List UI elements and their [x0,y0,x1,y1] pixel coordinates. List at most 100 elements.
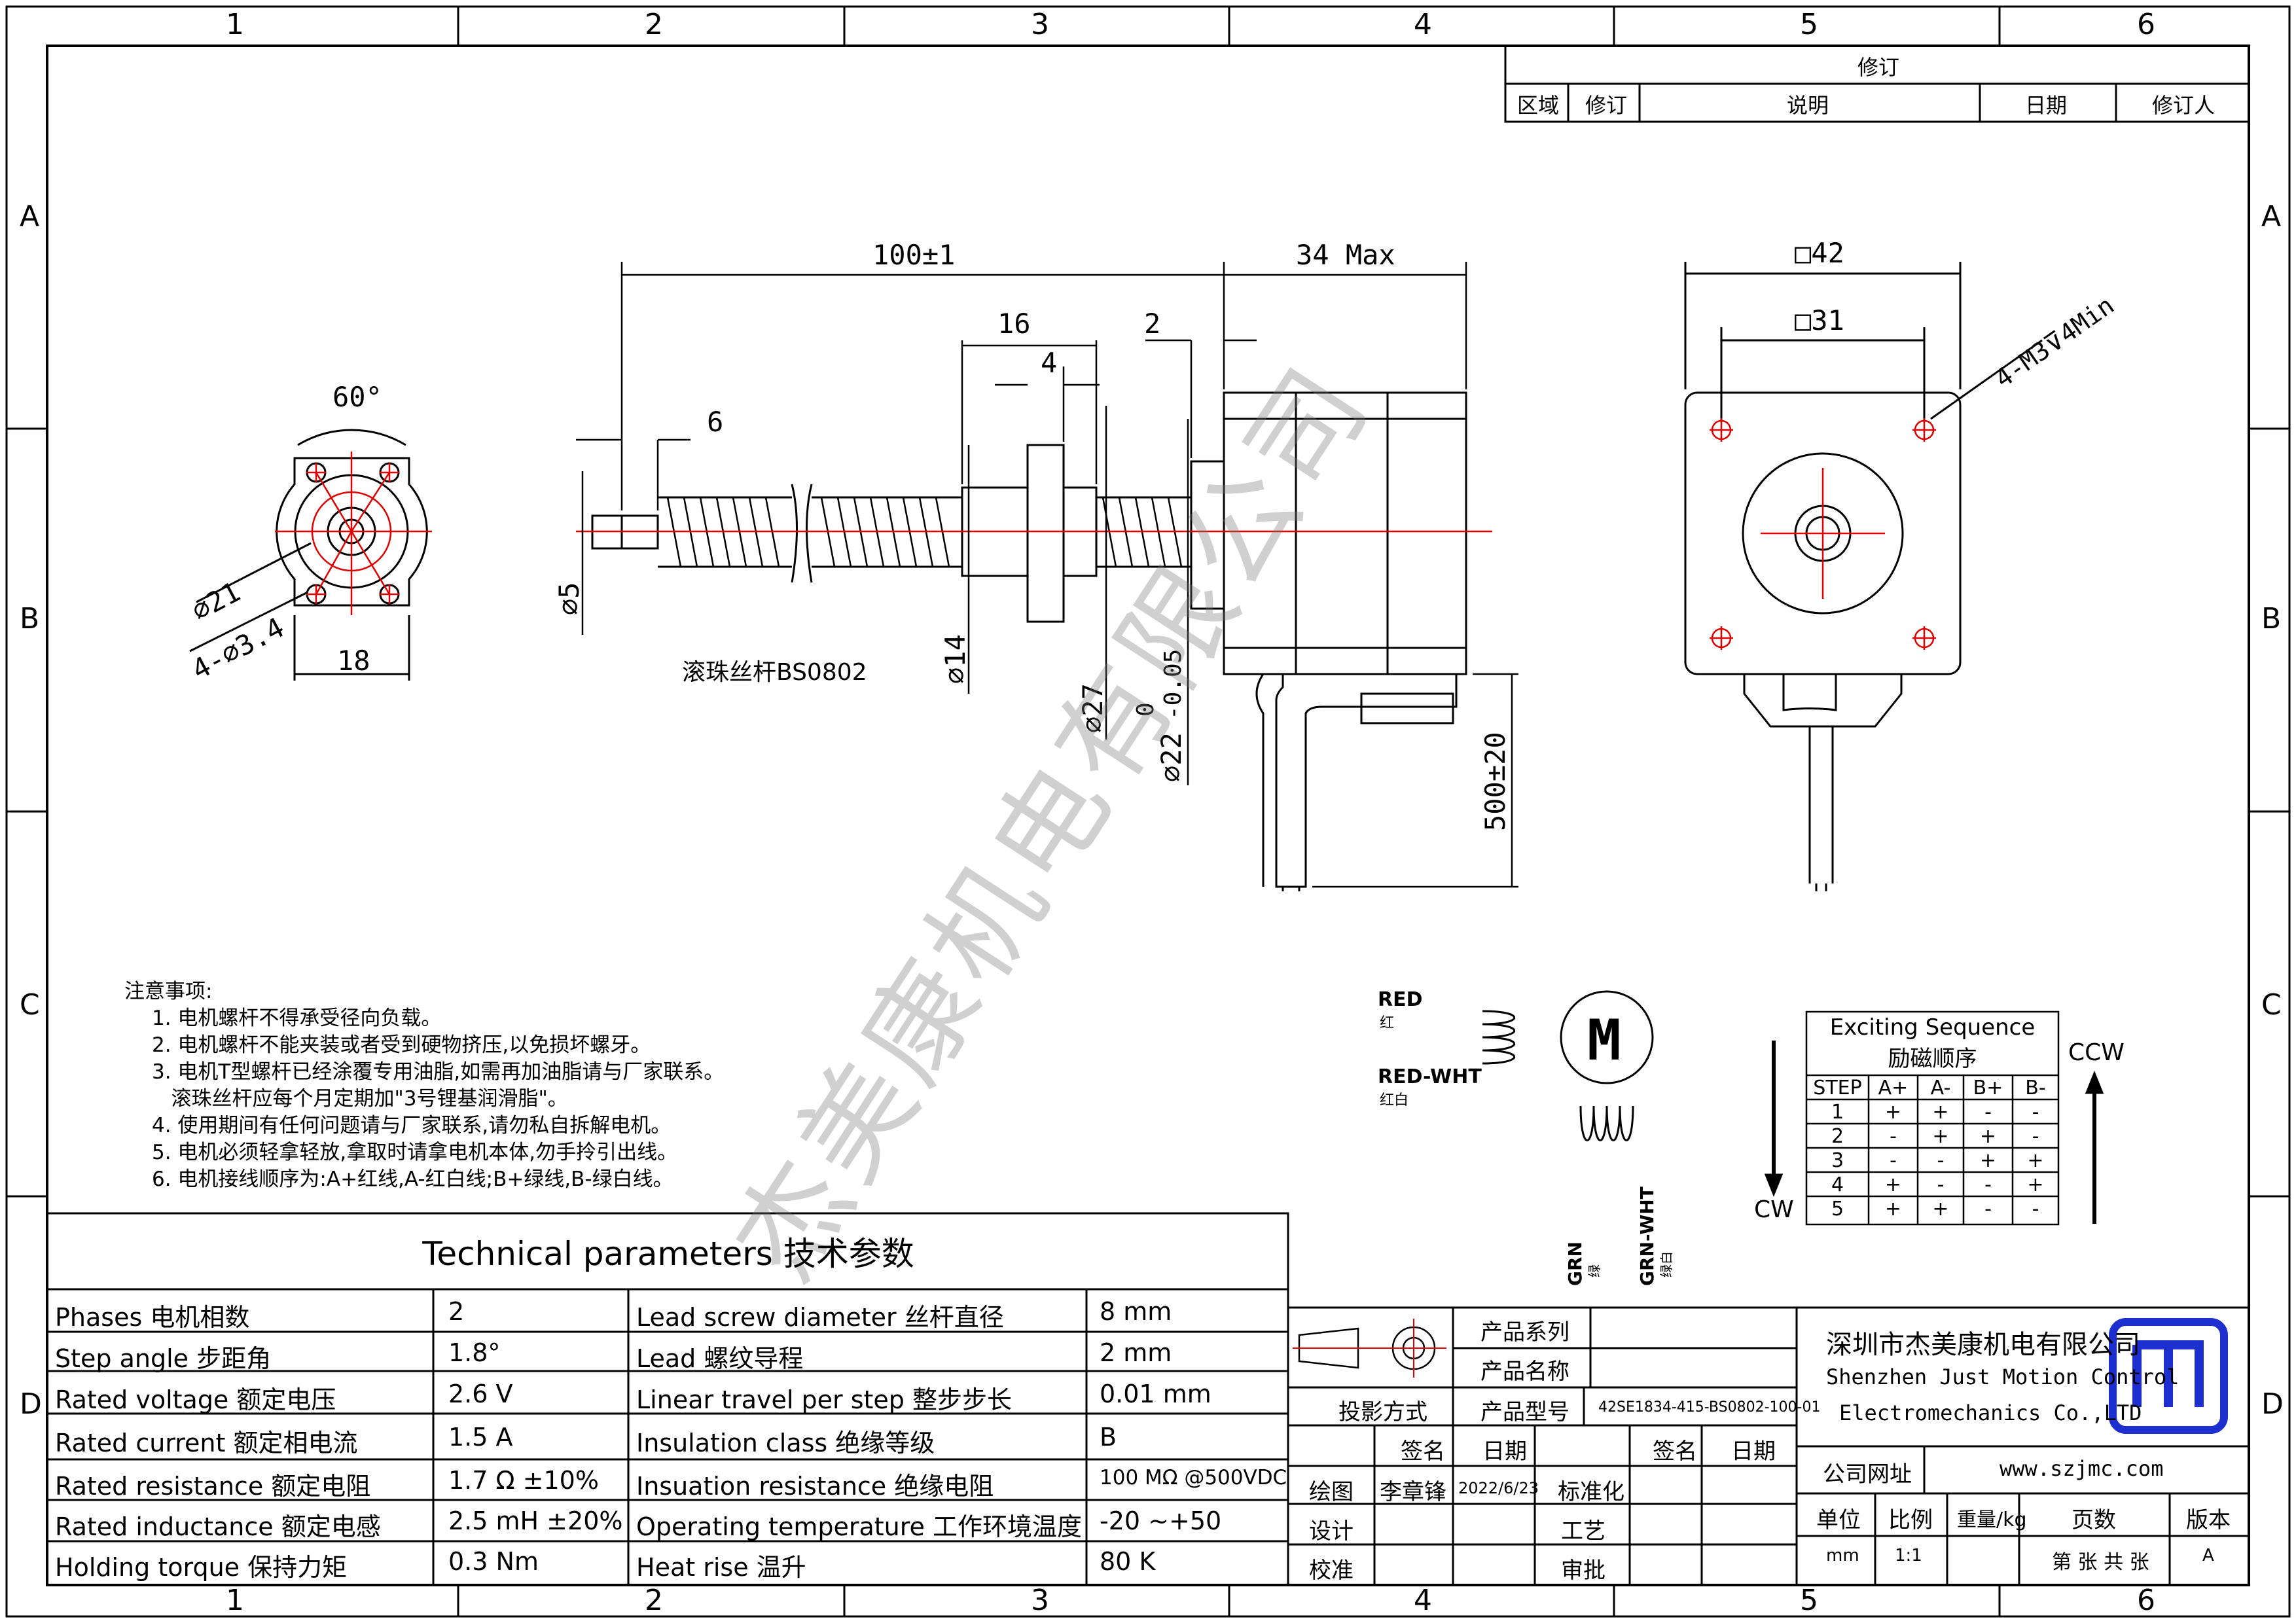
tech-param-cell: Holding torque 保持力矩 [55,1553,348,1582]
dim-shaft-dia: ⌀5 [553,582,585,615]
note-item: 4. 使用期间有任何问题请与厂家联系,请勿私自拆解电机。 [152,1114,672,1137]
sequence-table-grid [1805,1010,2060,1226]
front-view [1684,262,2043,891]
sequence-cell: 1 [1831,1101,1844,1124]
sequence-header-cell: A+ [1878,1077,1909,1099]
revision-header-rev: 修订 [1585,93,1628,118]
tech-param-cell: Rated inductance 额定电感 [55,1512,381,1541]
tb-unit: 单位 [1816,1507,1861,1533]
sequence-cell: 4 [1831,1173,1844,1196]
tb-model-value: 42SE1834-415-BS0802-100-01 [1598,1399,1821,1416]
tech-param-cell: B [1100,1423,1117,1452]
dim-lead-length: 500±20 [1479,732,1511,831]
tech-param-cell: Insuation resistance 绝缘电阻 [636,1472,994,1501]
revision-header-date: 日期 [2025,93,2068,118]
sequence-cell: + [1932,1125,1949,1148]
grid-row-a-right: A [2261,200,2282,233]
tb-product-series: 产品系列 [1480,1319,1570,1346]
tech-param-cell: Operating temperature 工作环境温度 [636,1512,1082,1541]
company-logo [2109,1318,2228,1434]
tech-param-cell: Rated current 额定相电流 [55,1429,358,1457]
grid-row-d: D [20,1387,42,1421]
sequence-cell: - [1984,1198,1992,1221]
tech-param-cell: 1.8° [448,1338,501,1367]
dim-motor-length: 34 Max [1296,239,1395,271]
tb-draw: 绘图 [1309,1479,1354,1505]
sequence-cell: 5 [1831,1198,1844,1221]
note-item: 5. 电机必须轻拿轻放,拿取时请拿电机本体,勿手拎引出线。 [152,1141,678,1164]
tb-company-cn: 深圳市杰美康机电有限公司 [1826,1330,2140,1360]
sequence-title: Exciting Sequence [1829,1014,2036,1041]
dim-flange-width: 18 [337,645,370,677]
tb-design: 设计 [1309,1518,1354,1544]
grid-col-1: 1 [226,8,244,41]
tb-scale-value: 1:1 [1895,1546,1922,1565]
note-item: 6. 电机接线顺序为:A+红线,A-红白线;B+绿线,B-绿白线。 [152,1168,673,1191]
revision-header-area: 区域 [1517,93,1560,118]
grid-col-2: 2 [645,8,663,41]
tb-product-name: 产品名称 [1480,1359,1570,1385]
sequence-header-cell: A- [1930,1077,1951,1099]
cw-label: CW [1754,1196,1794,1223]
note-item: 1. 电机螺杆不得承受径向负载。 [152,1007,442,1030]
dim-angle: 60° [332,381,382,413]
sequence-cell: - [1937,1149,1945,1172]
sequence-title-cn: 励磁顺序 [1888,1046,1977,1072]
grid-col-2-bottom: 2 [645,1584,663,1617]
screw-label: 滚珠丝杆BS0802 [682,659,867,686]
title-block-grid [1287,1306,2250,1586]
tb-draw-date: 2022/6/23 [1458,1479,1539,1497]
tech-param-cell: 2.6 V [448,1380,513,1408]
wire-red-wht-cn: 红白 [1380,1092,1409,1109]
tb-website-label: 公司网址 [1823,1461,1912,1488]
dim-nut-length: 16 [997,308,1031,340]
tech-param-cell: 1.5 A [448,1423,513,1452]
dim-face-size: □42 [1795,237,1844,269]
tech-param-cell: 100 MΩ @500VDC [1100,1466,1287,1489]
grid-col-1-bottom: 1 [226,1584,244,1617]
note-item: 2. 电机螺杆不能夹装或者受到硬物挤压,以免损坏螺牙。 [152,1033,651,1057]
grid-row-b-right: B [2261,602,2282,635]
sequence-cell: + [1979,1125,1997,1148]
tech-param-cell: 8 mm [1100,1297,1172,1326]
grid-row-c-right: C [2261,988,2282,1022]
grid-row-b: B [20,602,40,635]
grid-col-5-bottom: 5 [1800,1584,1818,1617]
grid-row-c: C [20,988,40,1022]
tb-unit-value: mm [1826,1546,1859,1565]
wire-red-cn: 红 [1380,1015,1395,1031]
dim-boss-height: 2 [1144,308,1161,340]
tech-param-cell: 0.3 Nm [448,1547,539,1576]
grid-row-d-right: D [2261,1387,2284,1421]
grid-col-4-bottom: 4 [1414,1584,1432,1617]
tb-version: 版本 [2186,1507,2231,1533]
tech-param-cell: 80 K [1100,1547,1156,1576]
sequence-cell: - [1984,1173,1992,1196]
sequence-cell: + [1979,1149,1997,1172]
sequence-cell: + [1884,1101,1902,1124]
tb-pages-value: 第 张 共 张 [2052,1551,2149,1574]
tech-param-cell: 0.01 mm [1100,1380,1211,1408]
tb-scale: 比例 [1888,1507,1933,1533]
sequence-cell: - [1984,1101,1992,1124]
tb-version-value: A [2202,1546,2214,1565]
sequence-cell: + [2027,1173,2044,1196]
revision-header-reviser: 修订人 [2152,93,2215,118]
note-item: 滚珠丝杆应每个月定期加"3号锂基润滑脂"。 [152,1087,568,1111]
sequence-cell: + [1932,1198,1949,1221]
tech-param-cell: Linear travel per step 整步步长 [636,1385,1012,1414]
wire-grn: GRN [1564,1241,1586,1286]
grid-col-5: 5 [1800,8,1818,41]
tb-date2: 日期 [1731,1438,1776,1465]
wiring-diagram [1482,990,1654,1141]
sequence-header-cell: B- [2025,1077,2046,1099]
tb-pages: 页数 [2072,1507,2116,1533]
wire-grn-cn: 绿 [1587,1264,1602,1277]
tb-date: 日期 [1482,1438,1527,1465]
grid-col-6-bottom: 6 [2137,1584,2155,1617]
sequence-cell: - [2032,1125,2039,1148]
grid-col-4: 4 [1414,8,1432,41]
tech-param-cell: -20 ~+50 [1100,1507,1222,1535]
dim-nut-dia: ⌀14 [939,634,971,684]
sequence-cell: + [1884,1198,1902,1221]
